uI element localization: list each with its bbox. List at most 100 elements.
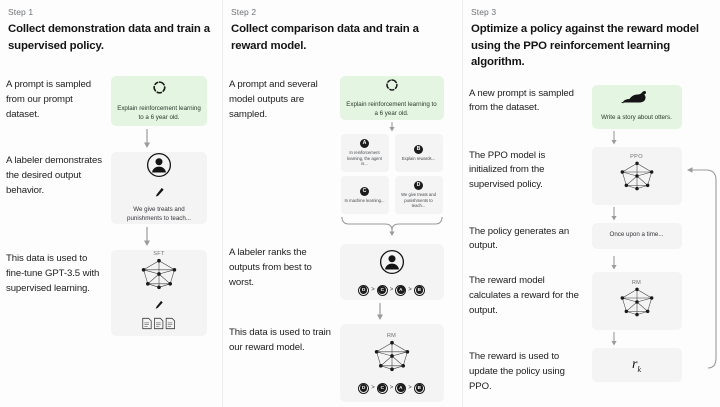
rank-item-1: D [358,284,370,296]
step-1-art-3: SFT [106,250,212,337]
rank-separator: > [371,287,375,294]
model-label: RM [631,279,642,286]
rank-separator: > [371,385,375,392]
step-3-caption-4: The reward model calculates a reward for… [469,275,579,317]
prompt-text: Write a story about otters. [601,114,672,122]
step-2-row-1: A prompt and several model outputs are s… [229,76,452,242]
labeler-box[interactable]: We give treats and punishments to teach.… [111,152,207,225]
prompt-box[interactable]: Write a story about otters. [591,84,682,129]
dashed-circle-icon [152,80,167,100]
rank-badge: B [415,286,424,294]
output-badge: A [360,139,369,149]
output-text: We give treats and punishments to teach.… [401,192,436,209]
prompt-text: Explain reinforcement learning to a 6 ye… [346,100,437,117]
arrow-down [469,206,710,221]
step-2-title: Collect comparison data and train a rewa… [231,23,419,52]
step-3-title: Optimize a policy against the reward mod… [471,23,699,69]
rank-badge: B [415,384,424,392]
step-1-caption-1: A prompt is sampled from our prompt data… [6,79,92,120]
generated-output-box[interactable]: Once upon a time... [591,222,682,249]
step-3-row-5: The reward is used to update the policy … [469,348,710,395]
arrow-down [469,130,710,145]
rank-item-4: B [413,284,425,296]
step-1-row-2: A labeler demonstrates the desired outpu… [6,152,212,225]
output-text: Explain rewards... [401,155,436,161]
arrow-down [6,227,212,247]
prompt-box[interactable]: Explain reinforcement learning to a 6 ye… [111,76,207,127]
step-1-art-2: We give treats and punishments to teach.… [106,152,212,225]
output-card-d[interactable]: D We give treats and punishments to teac… [394,176,443,215]
step-2-art-1: Explain reinforcement learning to a 6 ye… [331,76,452,242]
step-3-row-4: The reward model calculates a reward for… [469,272,710,331]
rank-item-3: A [395,382,407,394]
step-3-art-1: Write a story about otters. [581,84,710,129]
rank-separator: > [408,385,412,392]
dashed-circle-icon [385,78,399,97]
step-3-row-2: The PPO model is initialized from the su… [469,146,710,205]
output-card-b[interactable]: B Explain rewards... [394,134,443,173]
output-card-c[interactable]: C In machine learning... [340,176,389,215]
rank-badge: C [378,384,386,392]
rank-badge: D [359,384,368,392]
model-label: PPO [630,154,643,161]
step-1-art-1: Explain reinforcement learning to a 6 ye… [106,76,212,127]
neural-network-icon [617,160,657,197]
ranking-row: D > C > A > B [358,382,425,394]
step-1-title: Collect demonstration data and train a s… [8,23,210,52]
output-text: Once upon a time... [609,231,664,239]
arrow-down [331,122,452,132]
reward-symbol: rk [632,357,641,374]
step-3-row-3: The policy generates an output. Once upo… [469,222,710,255]
rank-item-4: B [413,382,425,394]
rm-model-box[interactable]: RM [591,272,682,331]
output-text: In machine learning... [344,197,385,203]
ppo-model-box[interactable]: PPO [591,146,682,205]
ranking-box[interactable]: D > C > A > B [339,244,444,301]
reward-symbol-subscript: k [637,364,641,374]
step-2-art-3: RM [331,324,452,403]
output-text: In reinforcement learning, the agent is.… [347,150,382,167]
labeler-text: We give treats and punishments to teach.… [127,206,191,223]
rank-badge: C [378,286,386,294]
step-3-caption-3: The policy generates an output. [469,225,570,252]
output-card-a[interactable]: A In reinforcement learning, the agent i… [340,134,389,173]
model-label: SFT [153,251,165,258]
step-2-row-3: This data is used to train our reward mo… [229,324,452,403]
step-1-row-3: This data is used to fine-tune GPT-3.5 w… [6,250,212,337]
rank-separator: > [389,385,394,392]
arrow-down [6,129,212,149]
neural-network-icon [617,286,657,323]
rm-model-box[interactable]: RM [339,324,444,403]
prompt-box[interactable]: Explain reinforcement learning to a 6 ye… [339,76,444,121]
arrow-down [469,332,710,346]
step-2-row-2: A labeler ranks the outputs from best to… [229,244,452,301]
step-2-caption-2: A labeler ranks the outputs from best to… [229,247,312,288]
ranking-row: D > C > A > B [358,284,425,296]
rank-item-3: A [395,284,407,296]
step-3-caption-1: A new prompt is sampled from the dataset… [469,87,574,114]
reward-box[interactable]: rk [591,348,682,383]
person-circle-icon [379,249,405,280]
person-circle-icon [146,152,172,183]
step-3-art-3: Once upon a time... [581,222,710,249]
rank-item-2: C [376,284,388,296]
step-2-caption-1: A prompt and several model outputs are s… [229,79,318,120]
rank-badge: A [397,286,405,294]
step-3-art-2: PPO [581,146,710,205]
model-label: RM [386,332,397,339]
step-1-label: Step 1 [8,7,34,17]
pencil-icon [154,297,164,315]
step-3-art-5: rk [581,348,710,383]
step-3-row-1: A new prompt is sampled from the dataset… [469,84,710,129]
step-1-caption-2: A labeler demonstrates the desired outpu… [6,155,102,196]
rank-item-2: C [376,382,388,394]
step-3-caption-5: The reward is used to update the policy … [469,351,565,393]
sft-model-box[interactable]: SFT [111,250,207,337]
reward-symbol-base: r [631,356,638,372]
step-3-column: Step 3 Optimize a policy against the rew… [462,0,720,407]
rank-item-1: D [358,382,370,394]
output-badge: B [414,144,423,154]
documents-icon [141,317,177,335]
model-outputs-grid: A In reinforcement learning, the agent i… [340,134,443,215]
step-2-art-2: D > C > A > B [331,244,452,301]
